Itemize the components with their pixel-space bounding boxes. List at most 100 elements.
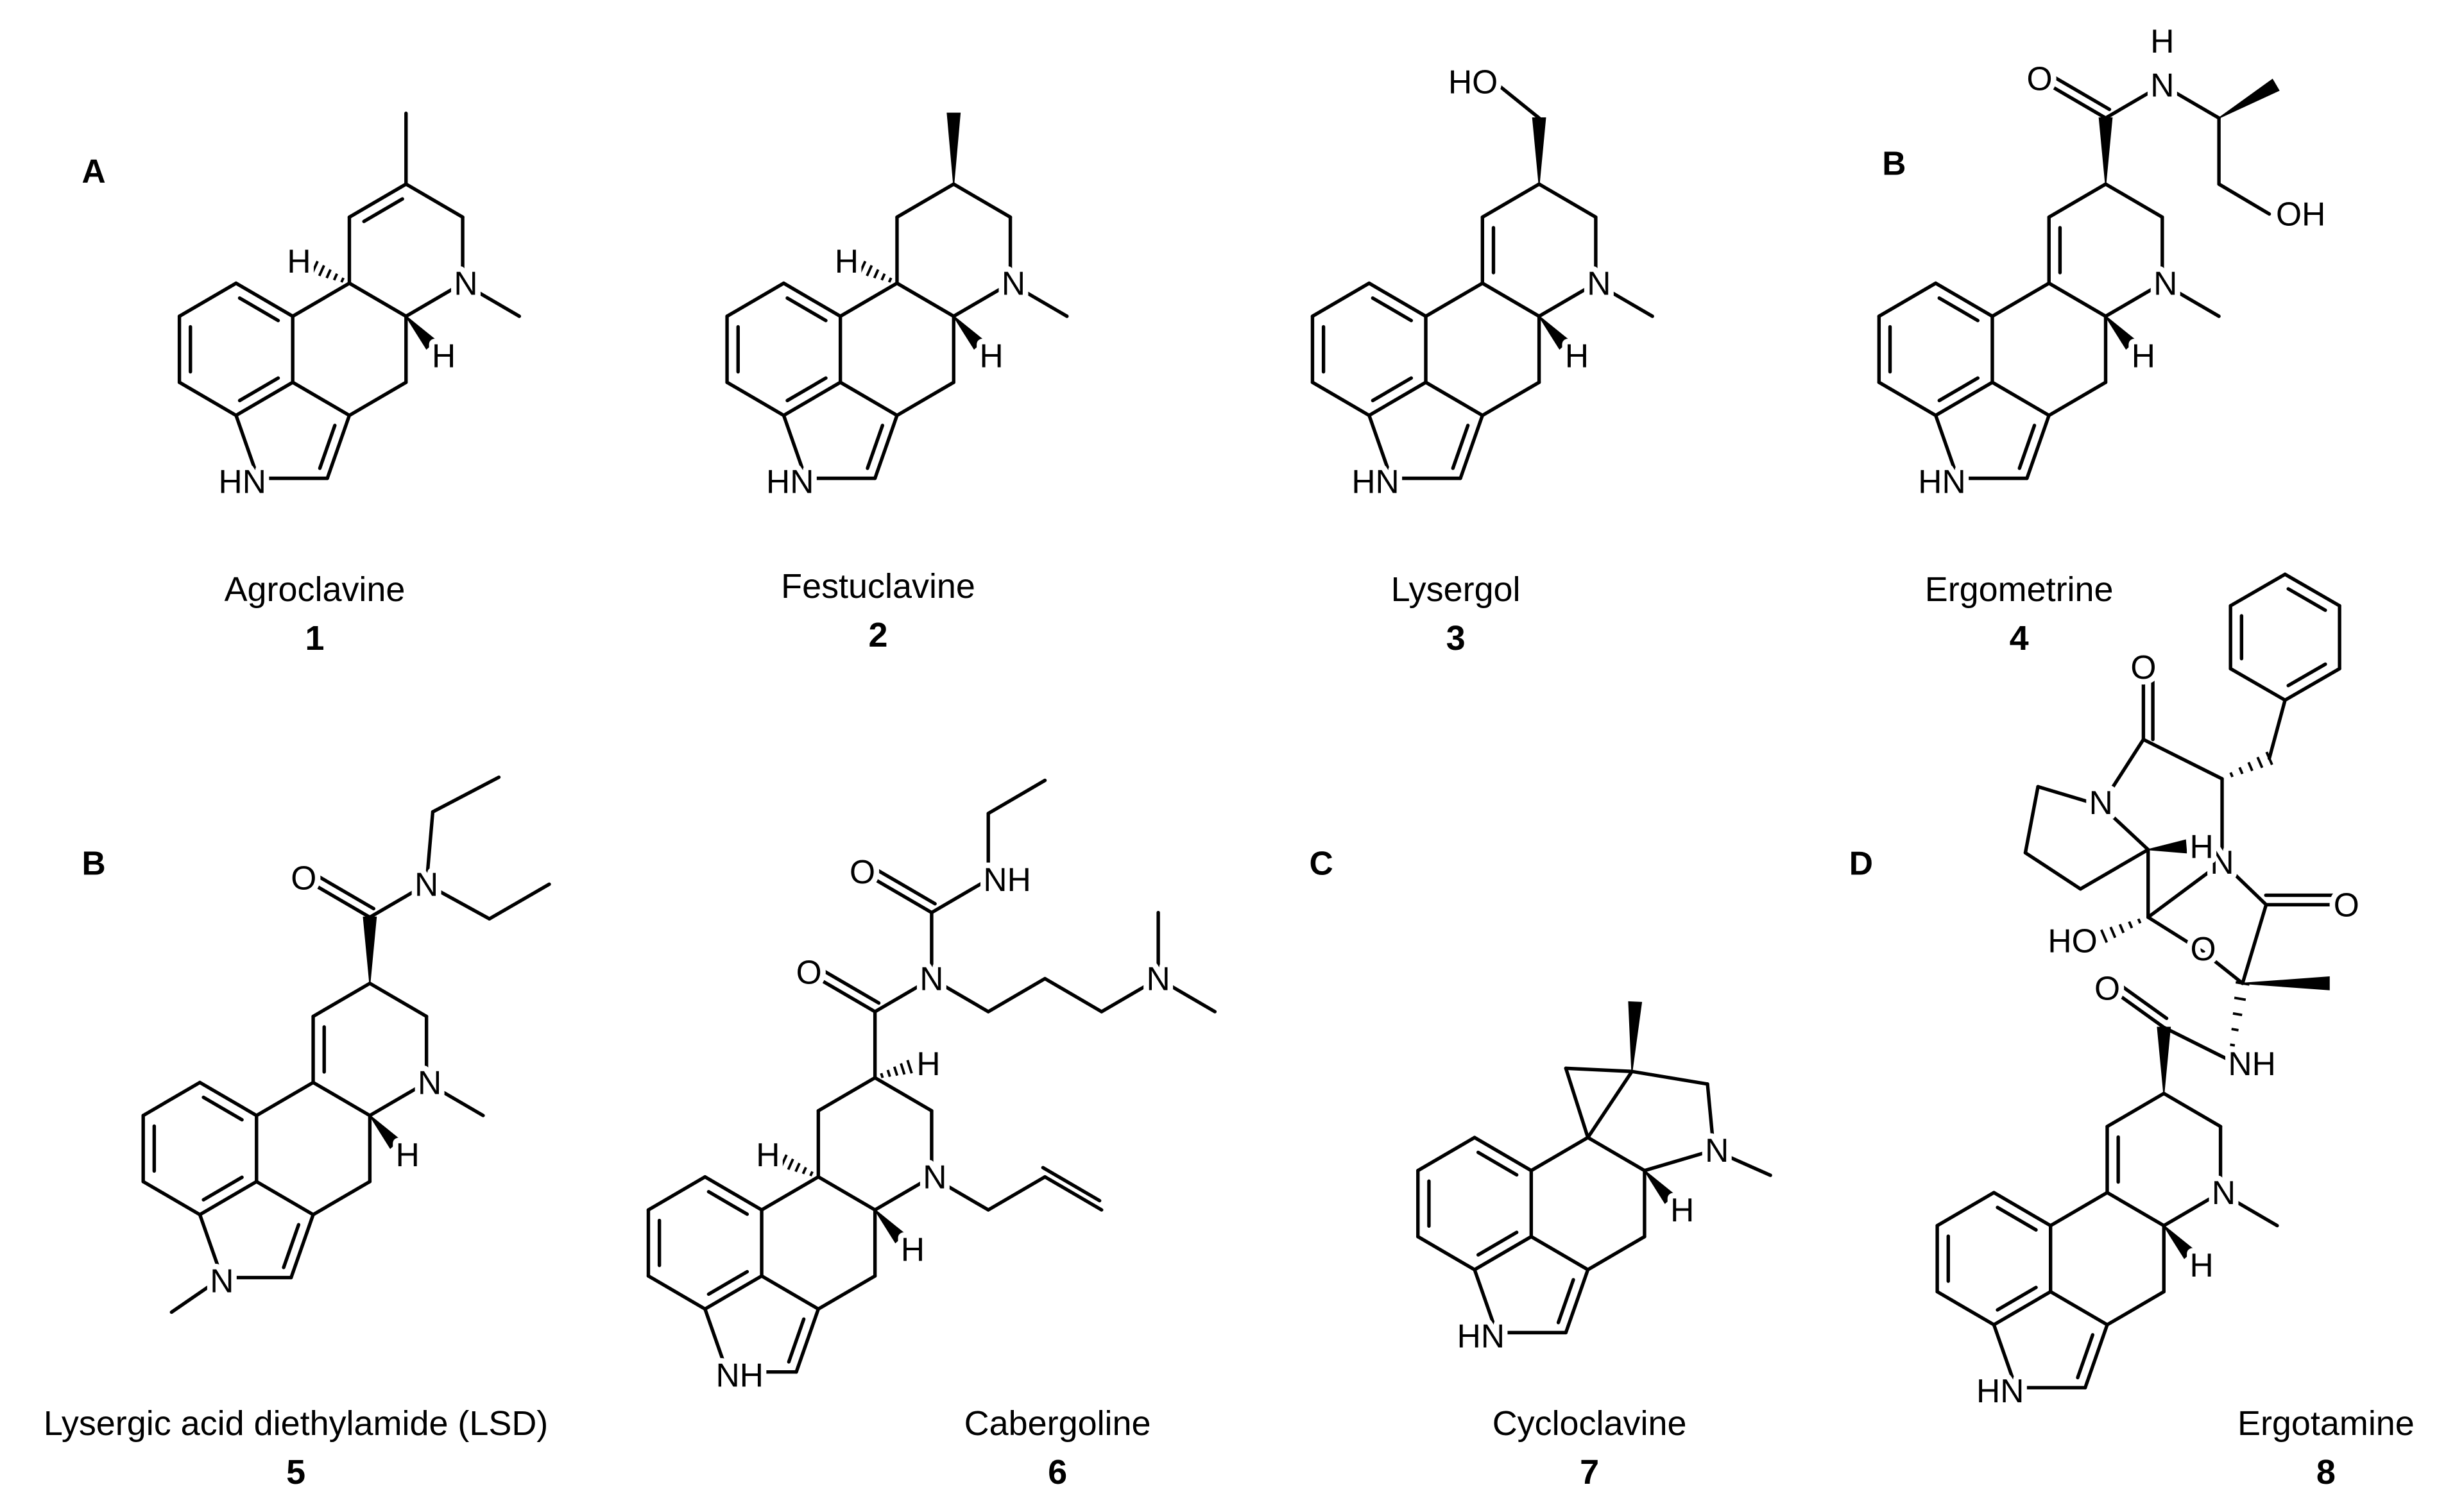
compound-number-7: 7 xyxy=(1580,1453,1599,1491)
bond xyxy=(424,810,435,887)
atom-label: NH xyxy=(983,861,1031,898)
bond xyxy=(703,1307,729,1374)
bond xyxy=(2160,83,2221,120)
bond xyxy=(1310,281,1371,318)
atom-label: N xyxy=(920,960,943,998)
bond xyxy=(424,882,492,921)
bond xyxy=(895,380,955,418)
wedge-bond xyxy=(2105,316,2137,350)
atom-label: N xyxy=(2210,844,2234,881)
compound-name-5: Lysergic acid diethylamide (LSD) xyxy=(44,1404,548,1443)
atom-label: HO xyxy=(2048,922,2097,960)
atom-label: O xyxy=(850,853,875,890)
bond xyxy=(1480,182,1541,219)
atom-label: N xyxy=(1002,265,1025,302)
wedge-bond xyxy=(2157,1026,2171,1094)
hashed-bond xyxy=(2100,929,2109,944)
hashed-bond xyxy=(2229,772,2234,777)
bond xyxy=(703,1175,764,1212)
bond xyxy=(1933,413,1960,480)
bond xyxy=(725,281,786,318)
hashed-bond xyxy=(900,1063,906,1075)
atom-label: N xyxy=(2150,66,2174,103)
bond xyxy=(404,281,465,318)
bond xyxy=(2083,1323,2109,1389)
bond xyxy=(1630,1069,1709,1086)
hashed-bond xyxy=(2231,1028,2239,1032)
bond xyxy=(703,1274,764,1311)
wedge-bond xyxy=(1644,1169,1676,1204)
bond xyxy=(1371,376,1414,403)
bond xyxy=(1371,296,1414,323)
bond xyxy=(2048,1191,2109,1228)
bond xyxy=(368,981,429,1019)
atom-label: O xyxy=(2026,60,2052,98)
atom-label: HN xyxy=(218,463,266,500)
bond xyxy=(785,376,828,403)
bond xyxy=(2105,1289,2166,1327)
hashed-bond xyxy=(816,1175,820,1179)
hashed-bond xyxy=(2232,1012,2243,1017)
bond xyxy=(234,413,260,480)
wedge-bond xyxy=(405,316,437,350)
compound-number-2: 2 xyxy=(869,616,888,654)
bond xyxy=(368,882,429,919)
hashed-bond xyxy=(893,1066,899,1076)
bond xyxy=(782,281,843,318)
hashed-bond xyxy=(2228,1058,2232,1062)
bond xyxy=(488,882,551,921)
bond xyxy=(2047,83,2108,120)
hashed-bond xyxy=(906,1060,913,1074)
bond xyxy=(255,1080,315,1117)
hashed-bond xyxy=(886,1069,891,1078)
atom-label: H xyxy=(432,337,456,374)
compound-name-6: Cabergoline xyxy=(964,1404,1151,1443)
bond xyxy=(1476,1230,1519,1257)
bond xyxy=(141,1080,202,1117)
bond xyxy=(725,380,786,418)
wedge-bond xyxy=(363,916,377,983)
bond xyxy=(1594,281,1654,318)
bond xyxy=(2047,281,2108,318)
bond xyxy=(2160,281,2221,318)
bond xyxy=(1537,182,1598,219)
bond xyxy=(1480,380,1541,418)
bond xyxy=(2047,182,2108,219)
bond xyxy=(1992,1323,2018,1389)
bond xyxy=(2078,847,2150,891)
bond xyxy=(347,281,408,318)
bond xyxy=(291,380,352,418)
hashed-bond xyxy=(2247,761,2254,772)
bond xyxy=(895,182,955,219)
atom-label: HO xyxy=(1448,64,1498,101)
atom-label: H xyxy=(2150,22,2174,60)
atom-label: N xyxy=(454,265,477,302)
hashed-bond xyxy=(318,264,325,276)
bond xyxy=(866,423,884,470)
atom-label: N xyxy=(1705,1132,1729,1169)
hashed-bond xyxy=(873,269,880,279)
bond xyxy=(838,281,899,318)
bond xyxy=(2023,851,2082,891)
bond xyxy=(2267,698,2287,760)
hashed-bond xyxy=(2118,924,2125,933)
hashed-bond xyxy=(794,1162,801,1173)
compound-number-3: 3 xyxy=(1446,619,1466,658)
hashed-bond xyxy=(2256,756,2264,769)
bond xyxy=(201,1175,244,1202)
atom-label: H xyxy=(901,1230,925,1268)
bond xyxy=(895,281,955,318)
bond xyxy=(404,182,465,219)
bond xyxy=(2283,667,2341,702)
wedge-bond xyxy=(874,1209,906,1244)
atom-label: HN xyxy=(1351,463,1399,500)
atom-label: O xyxy=(2334,886,2359,923)
panel-label-b-top: B xyxy=(1882,144,1906,182)
